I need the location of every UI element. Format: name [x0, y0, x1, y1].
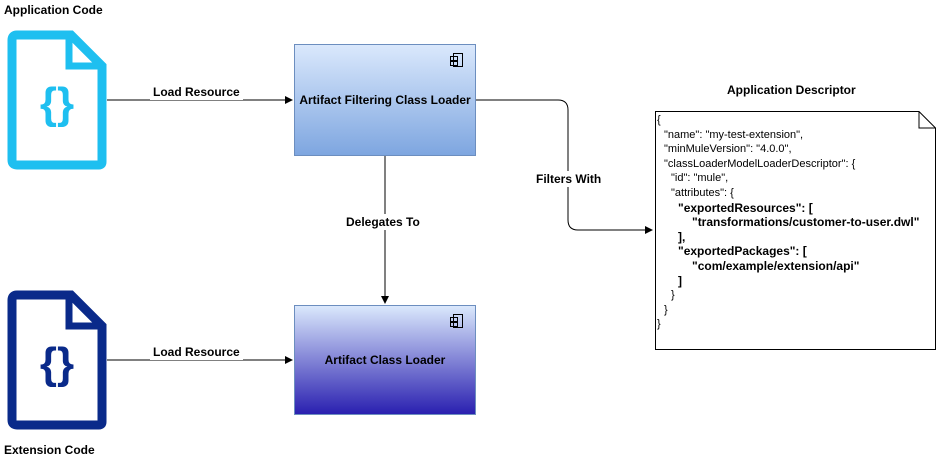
- descriptor-line: "transformations/customer-to-user.dwl": [692, 215, 920, 230]
- component-icon: [450, 314, 463, 328]
- filtering-loader-label: Artifact Filtering Class Loader: [299, 93, 471, 107]
- svg-text:{}: {}: [40, 339, 74, 388]
- edge-label-load-resource-top: Load Resource: [150, 84, 243, 100]
- json-file-icon: {}: [7, 290, 107, 430]
- descriptor-line: }: [664, 303, 668, 316]
- edge-label-filters-with: Filters With: [533, 171, 605, 187]
- descriptor-title: Application Descriptor: [727, 83, 856, 97]
- descriptor-line: "attributes": {: [671, 186, 734, 199]
- descriptor-line: ]: [678, 273, 682, 288]
- component-icon: [450, 53, 463, 67]
- json-file-icon: {}: [7, 30, 107, 170]
- descriptor-line: {: [657, 114, 661, 126]
- descriptor-line: "classLoaderModelLoaderDescriptor": {: [664, 157, 856, 170]
- descriptor-line: "minMuleVersion": "4.0.0",: [664, 143, 792, 156]
- artifact-class-loader[interactable]: Artifact Class Loader: [294, 305, 476, 415]
- descriptor-line: "exportedResources": [: [678, 200, 813, 215]
- edge-filter-to-descriptor: [476, 99, 653, 234]
- edge-label-load-resource-bottom: Load Resource: [150, 344, 243, 360]
- application-code-label: Application Code: [4, 3, 103, 17]
- descriptor-line: "name": "my-test-extension",: [664, 128, 804, 141]
- extension-code-label: Extension Code: [4, 443, 95, 457]
- descriptor-line: ],: [678, 229, 686, 244]
- descriptor-line: "com/example/extension/api": [692, 258, 860, 273]
- descriptor-line: "id": "mule",: [671, 172, 729, 185]
- svg-text:{}: {}: [40, 79, 74, 128]
- descriptor-line: }: [657, 318, 661, 331]
- descriptor-content: {"name": "my-test-extension", "minMuleVer…: [657, 113, 927, 332]
- edge-label-delegates-to: Delegates To: [343, 214, 423, 230]
- descriptor-line: }: [671, 289, 675, 302]
- artifact-loader-label: Artifact Class Loader: [324, 353, 446, 367]
- descriptor-line: "exportedPackages": [: [678, 244, 807, 259]
- artifact-filtering-class-loader[interactable]: Artifact Filtering Class Loader: [294, 44, 476, 156]
